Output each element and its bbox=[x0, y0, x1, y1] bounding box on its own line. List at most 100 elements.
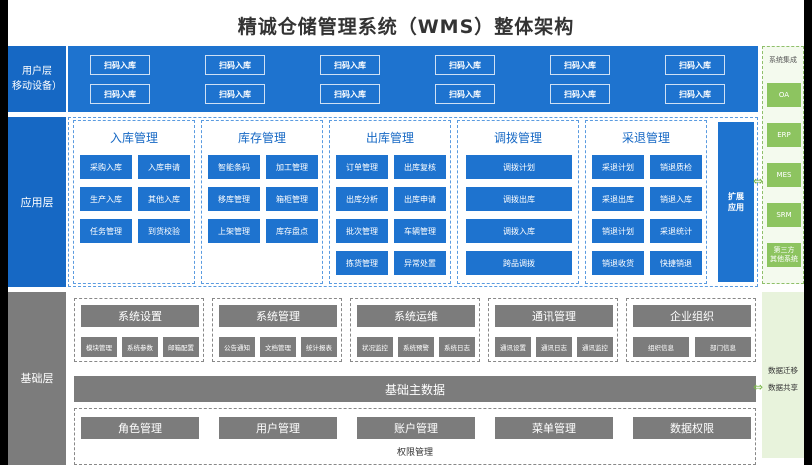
module-title: 库存管理 bbox=[237, 131, 286, 145]
app-layer-label: 应用层 bbox=[8, 117, 66, 287]
module-item: 上架管理 bbox=[208, 219, 260, 243]
module-item: 销退入库 bbox=[650, 187, 702, 211]
integration-column: 系统集成 OA ERP MES SRM 第三方 其他系统 bbox=[762, 46, 804, 284]
scan-inbound-button: 扫码入库 bbox=[90, 55, 150, 75]
base-group-item: 邮箱配置 bbox=[163, 337, 199, 357]
app-layer-band: 入库管理采购入库入库申请生产入库其他入库任务管理到货校验 库存管理智能条码加工管理… bbox=[68, 117, 758, 287]
module-3: 调拨管理调拨计划调拨出库调拨入库跨品调拨 bbox=[457, 120, 579, 284]
module-title: 采退管理 bbox=[621, 131, 670, 145]
module-item: 订单管理 bbox=[336, 155, 388, 179]
module-item: 销退质检 bbox=[650, 155, 702, 179]
base-group-item: 部门信息 bbox=[695, 337, 751, 357]
base-group-item: 系统日志 bbox=[439, 337, 475, 357]
scan-inbound-button: 扫码入库 bbox=[205, 55, 265, 75]
permission-item: 数据权限 bbox=[633, 417, 751, 439]
module-item: 出库复核 bbox=[394, 155, 446, 179]
base-group-item: 公告通知 bbox=[219, 337, 255, 357]
module-title: 出库管理 bbox=[365, 131, 414, 145]
base-group-item: 通讯监控 bbox=[577, 337, 613, 357]
permission-item: 角色管理 bbox=[81, 417, 199, 439]
integration-item: MES bbox=[767, 163, 801, 187]
module-item: 调拨入库 bbox=[466, 219, 572, 243]
permission-item: 菜单管理 bbox=[495, 417, 613, 439]
double-arrow-icon: ⇔ bbox=[752, 380, 764, 394]
module-item: 销退计划 bbox=[592, 219, 644, 243]
module-item: 采退统计 bbox=[650, 219, 702, 243]
scan-inbound-button: 扫码入库 bbox=[550, 84, 610, 104]
module-4: 采退管理采退计划销退质检采退出库销退入库销退计划采退统计销退收货快捷销退 bbox=[585, 120, 707, 284]
diagram-title: 精诚仓储管理系统（WMS）整体架构 bbox=[237, 15, 575, 38]
module-1: 库存管理智能条码加工管理移库管理箱柜管理上架管理库存盘点 bbox=[201, 120, 323, 284]
base-group-title: 系统运维 bbox=[357, 305, 475, 327]
integration-item: ERP bbox=[767, 123, 801, 147]
module-item: 生产入库 bbox=[80, 187, 132, 211]
scan-inbound-button: 扫码入库 bbox=[320, 84, 380, 104]
base-group-1: 系统管理公告通知文档管理统计报表 bbox=[212, 298, 342, 362]
base-group-item: 文档管理 bbox=[260, 337, 296, 357]
module-item: 其他入库 bbox=[138, 187, 190, 211]
scan-inbound-button: 扫码入库 bbox=[665, 84, 725, 104]
module-item: 采购入库 bbox=[80, 155, 132, 179]
module-item: 调拨计划 bbox=[466, 155, 572, 179]
base-group-title: 系统管理 bbox=[219, 305, 337, 327]
data-sharing-label: 数据共享 bbox=[768, 383, 798, 392]
base-group-item: 系统预警 bbox=[398, 337, 434, 357]
user-layer-label: 用户层 移动设备） bbox=[8, 46, 66, 112]
base-group-title: 企业组织 bbox=[633, 305, 751, 327]
master-data-bar: 基础主数据 bbox=[74, 376, 756, 402]
module-item: 入库申请 bbox=[138, 155, 190, 179]
base-group-item: 状况监控 bbox=[357, 337, 393, 357]
scan-inbound-button: 扫码入库 bbox=[550, 55, 610, 75]
module-title: 调拨管理 bbox=[493, 131, 542, 145]
module-item: 采退计划 bbox=[592, 155, 644, 179]
module-item: 采退出库 bbox=[592, 187, 644, 211]
base-group-0: 系统设置模块管理系统参数邮箱配置 bbox=[74, 298, 204, 362]
integration-title: 系统集成 bbox=[769, 56, 797, 64]
permissions-band: 角色管理用户管理账户管理菜单管理数据权限 权限管理 bbox=[74, 408, 756, 465]
module-item: 销退收货 bbox=[592, 251, 644, 275]
base-group-3: 通讯管理通讯设置通讯日志通讯监控 bbox=[488, 298, 618, 362]
module-2: 出库管理订单管理出库复核出库分析出库申请批次管理车辆管理拣货管理异常处置 bbox=[329, 120, 451, 284]
scan-inbound-button: 扫码入库 bbox=[90, 84, 150, 104]
module-item: 批次管理 bbox=[336, 219, 388, 243]
module-item: 加工管理 bbox=[266, 155, 318, 179]
module-item: 拣货管理 bbox=[336, 251, 388, 275]
architecture-diagram: 精诚仓储管理系统（WMS）整体架构 用户层 移动设备） 应用层 基础层 扫码入库… bbox=[8, 0, 804, 465]
extension-apps-box: 扩展 应用 bbox=[718, 122, 754, 282]
base-group-item: 通讯设置 bbox=[495, 337, 531, 357]
module-item: 智能条码 bbox=[208, 155, 260, 179]
module-item: 到货校验 bbox=[138, 219, 190, 243]
base-group-item: 通讯日志 bbox=[536, 337, 572, 357]
data-migration-box: 数据迁移 数据共享 bbox=[762, 292, 804, 458]
module-item: 库存盘点 bbox=[266, 219, 318, 243]
module-item: 跨品调拨 bbox=[466, 251, 572, 275]
base-group-item: 组织信息 bbox=[633, 337, 689, 357]
base-layer-label: 基础层 bbox=[8, 292, 66, 465]
module-item: 任务管理 bbox=[80, 219, 132, 243]
base-group-2: 系统运维状况监控系统预警系统日志 bbox=[350, 298, 480, 362]
module-title: 入库管理 bbox=[109, 131, 158, 145]
scan-inbound-button: 扫码入库 bbox=[320, 55, 380, 75]
integration-item: 第三方 其他系统 bbox=[767, 243, 801, 267]
base-group-title: 通讯管理 bbox=[495, 305, 613, 327]
base-group-item: 模块管理 bbox=[81, 337, 117, 357]
integration-item: OA bbox=[767, 83, 801, 107]
module-item: 调拨出库 bbox=[466, 187, 572, 211]
module-item: 出库申请 bbox=[394, 187, 446, 211]
base-group-item: 统计报表 bbox=[301, 337, 337, 357]
module-item: 快捷销退 bbox=[650, 251, 702, 275]
permission-item: 用户管理 bbox=[219, 417, 337, 439]
module-item: 车辆管理 bbox=[394, 219, 446, 243]
permissions-label: 权限管理 bbox=[396, 448, 433, 458]
data-migration-label: 数据迁移 bbox=[768, 366, 798, 375]
double-arrow-icon: ⇔ bbox=[752, 174, 764, 188]
module-0: 入库管理采购入库入库申请生产入库其他入库任务管理到货校验 bbox=[73, 120, 195, 284]
integration-item: SRM bbox=[767, 203, 801, 227]
base-group-item: 系统参数 bbox=[122, 337, 158, 357]
scan-inbound-button: 扫码入库 bbox=[665, 55, 725, 75]
base-group-4: 企业组织组织信息部门信息 bbox=[626, 298, 756, 362]
base-group-title: 系统设置 bbox=[81, 305, 199, 327]
scan-inbound-button: 扫码入库 bbox=[435, 84, 495, 104]
module-item: 出库分析 bbox=[336, 187, 388, 211]
user-layer-band: 扫码入库扫码入库扫码入库扫码入库扫码入库扫码入库扫码入库扫码入库扫码入库扫码入库… bbox=[68, 46, 758, 112]
